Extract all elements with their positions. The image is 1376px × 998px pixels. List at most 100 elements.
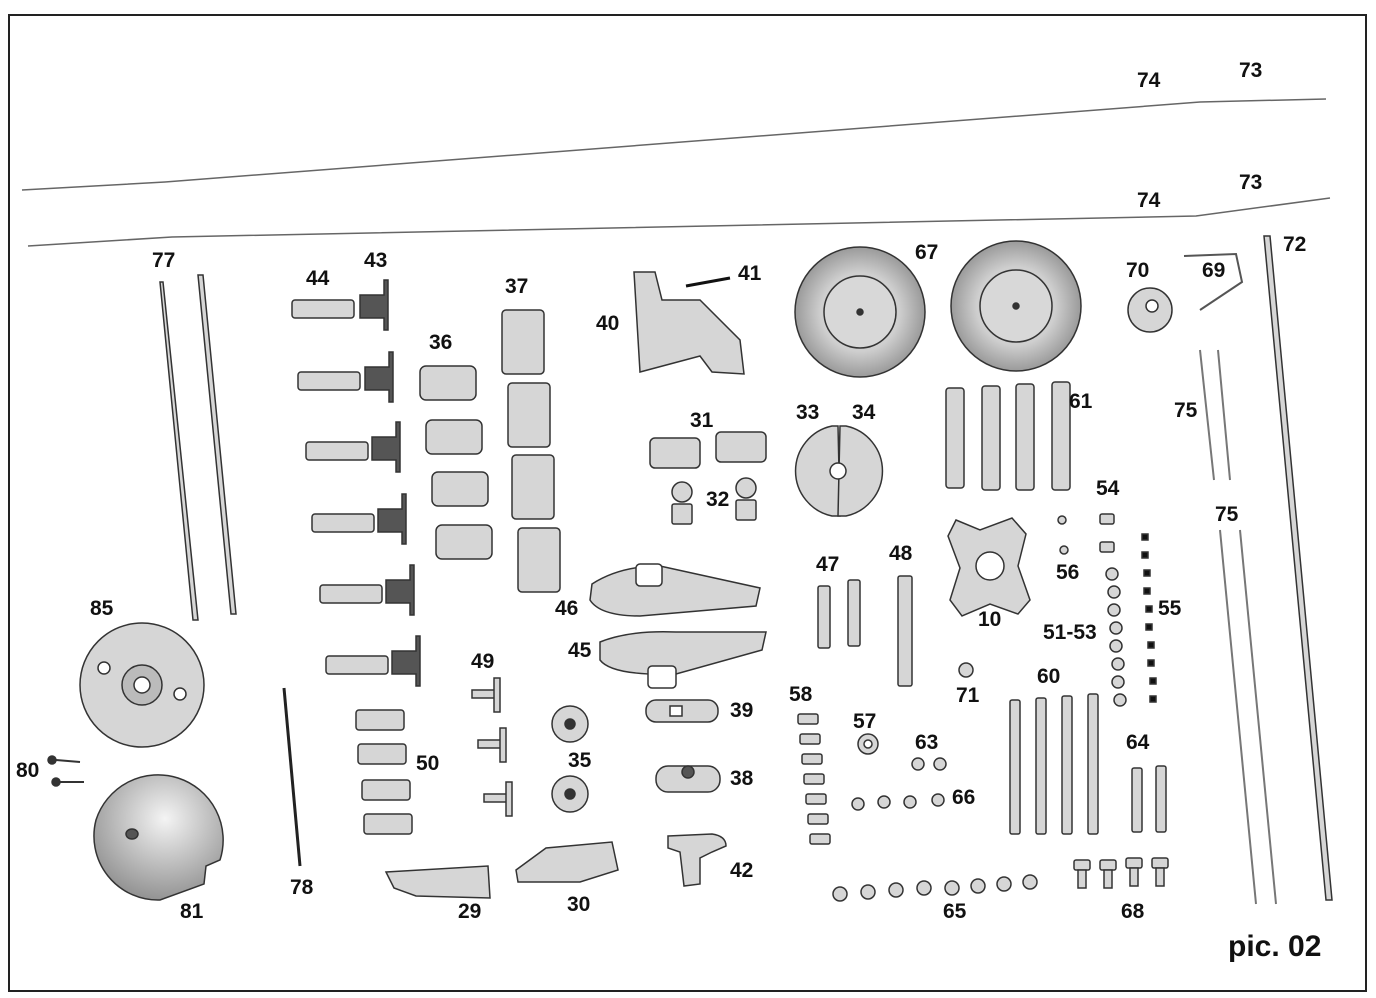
part-81-spinner: [93, 774, 224, 901]
label-58: 58: [789, 683, 813, 706]
label-34: 34: [852, 401, 876, 424]
part-30-cover: [515, 841, 619, 883]
part-75-pushrods-short: [1199, 349, 1231, 481]
part-33-34-discs: [794, 425, 884, 517]
part-29-cover: [384, 865, 491, 899]
label-73-top: 73: [1239, 59, 1263, 82]
part-60-bolts: [1009, 693, 1099, 835]
label-80: 80: [16, 759, 40, 782]
part-78-rod: [282, 687, 302, 867]
part-58-spacers: [797, 713, 831, 845]
label-44: 44: [306, 267, 330, 290]
part-51-53-collars: [1105, 567, 1127, 707]
part-85-backplate: [79, 622, 205, 748]
label-75-short: 75: [1174, 399, 1198, 422]
label-70: 70: [1126, 259, 1150, 282]
label-31: 31: [690, 409, 714, 432]
label-33: 33: [796, 401, 820, 424]
part-68-screws: [1073, 857, 1169, 889]
part-36-brackets: [419, 365, 493, 560]
wire-74-73-bottom: [27, 197, 1331, 247]
part-55-setscrews: [1141, 533, 1157, 703]
part-39-plate: [645, 699, 719, 723]
label-32: 32: [706, 488, 730, 511]
label-30: 30: [567, 893, 591, 916]
label-49: 49: [471, 650, 495, 673]
part-32-eyelets: [671, 477, 757, 525]
part-43-hinge-horns: [359, 279, 421, 687]
part-46-fairing: [589, 563, 761, 617]
label-81: 81: [180, 900, 204, 923]
label-60: 60: [1037, 665, 1061, 688]
label-10: 10: [978, 608, 1002, 631]
label-85: 85: [90, 597, 114, 620]
label-68: 68: [1121, 900, 1145, 923]
part-47-bolts: [817, 579, 861, 649]
label-64: 64: [1126, 731, 1150, 754]
label-75-long: 75: [1215, 503, 1239, 526]
label-41: 41: [738, 262, 762, 285]
label-74-bottom: 74: [1137, 189, 1161, 212]
part-77-rods: [159, 274, 237, 621]
label-47: 47: [816, 553, 840, 576]
part-10-motor-mount: [947, 517, 1031, 617]
label-71: 71: [956, 684, 980, 707]
label-77: 77: [152, 249, 176, 272]
part-44-hinges: [291, 299, 389, 675]
label-69: 69: [1202, 259, 1226, 282]
label-57: 57: [853, 710, 877, 733]
label-35: 35: [568, 749, 592, 772]
part-66-nuts: [851, 793, 945, 811]
label-67: 67: [915, 241, 939, 264]
label-63: 63: [915, 731, 939, 754]
part-71-nut: [958, 662, 974, 678]
part-61-standoffs: [945, 381, 1071, 491]
part-63-nuts: [911, 757, 947, 771]
part-80-screws: [47, 755, 84, 787]
label-48: 48: [889, 542, 913, 565]
label-38: 38: [730, 767, 754, 790]
part-50-clips: [355, 709, 413, 835]
part-72-rod: [1263, 235, 1333, 901]
part-37-plates: [501, 309, 561, 593]
figure-caption: pic. 02: [1228, 930, 1322, 963]
part-45-fairing: [599, 630, 767, 689]
label-54: 54: [1096, 477, 1120, 500]
label-56: 56: [1056, 561, 1080, 584]
label-51-53: 51-53: [1043, 621, 1097, 644]
label-39: 39: [730, 699, 754, 722]
label-72: 72: [1283, 233, 1307, 256]
label-66: 66: [952, 786, 976, 809]
part-57-nut: [857, 733, 879, 755]
label-50: 50: [416, 752, 440, 775]
part-49-horns: [471, 677, 513, 817]
label-61: 61: [1069, 390, 1093, 413]
label-73-bottom: 73: [1239, 171, 1263, 194]
part-40-bracket: [633, 271, 745, 375]
part-70-collar: [1127, 287, 1173, 333]
label-36: 36: [429, 331, 453, 354]
part-54-56-nuts: [1057, 513, 1115, 555]
wire-74-73-top: [21, 98, 1327, 191]
label-37: 37: [505, 275, 529, 298]
part-65-washers: [832, 874, 1038, 902]
label-40: 40: [596, 312, 620, 335]
part-67-wheels: [794, 240, 1082, 378]
label-42: 42: [730, 859, 754, 882]
part-31-clamps: [649, 431, 767, 469]
part-64-bolts: [1131, 765, 1167, 833]
part-69-wire: [1183, 252, 1244, 311]
label-55: 55: [1158, 597, 1182, 620]
label-74-top: 74: [1137, 69, 1161, 92]
part-35-hubs: [551, 705, 589, 813]
part-48-bolt: [897, 575, 913, 687]
label-43: 43: [364, 249, 388, 272]
part-38-plate: [655, 765, 721, 793]
label-46: 46: [555, 597, 579, 620]
label-45: 45: [568, 639, 592, 662]
label-29: 29: [458, 900, 482, 923]
label-78: 78: [290, 876, 314, 899]
part-42-horn: [667, 833, 727, 887]
part-75-pushrods-long: [1219, 529, 1277, 905]
